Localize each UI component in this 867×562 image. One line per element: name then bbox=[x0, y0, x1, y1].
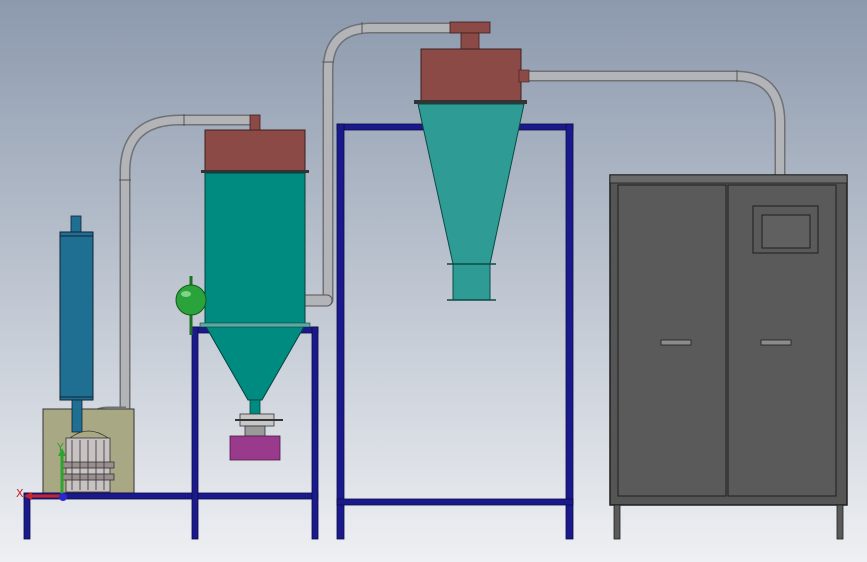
control-cabinet bbox=[609, 174, 848, 540]
blower-unit bbox=[42, 215, 135, 494]
axis-triad: X Y bbox=[16, 441, 67, 501]
cyclone-head bbox=[420, 48, 522, 102]
hopper-body bbox=[204, 172, 306, 326]
cyclone-discharge bbox=[452, 263, 491, 301]
pipe-network bbox=[119, 22, 786, 412]
hopper-lid bbox=[204, 129, 306, 173]
hopper-unit bbox=[199, 114, 311, 461]
y-axis-label: Y bbox=[56, 441, 64, 454]
filter-neck bbox=[71, 399, 83, 433]
cyclone-outlet-neck bbox=[460, 32, 480, 50]
cabinet-leg-left bbox=[613, 504, 621, 540]
filter-cap bbox=[70, 215, 82, 233]
sight-valve bbox=[175, 276, 207, 335]
filter-column bbox=[59, 231, 94, 401]
door-handle-left bbox=[660, 339, 692, 346]
cyclone-unit bbox=[414, 21, 530, 301]
door-handle-right bbox=[760, 339, 792, 346]
left-base-rail bbox=[23, 492, 319, 500]
z-axis-origin bbox=[59, 493, 67, 501]
feeder-box bbox=[229, 435, 281, 461]
blower-motor bbox=[61, 430, 115, 493]
x-axis-label: X bbox=[16, 487, 24, 500]
cabinet-leg-right bbox=[836, 504, 844, 540]
cyclone-top-flange bbox=[449, 21, 491, 34]
valve-green-ball bbox=[175, 284, 207, 316]
hopper-vent-stub bbox=[249, 114, 261, 131]
